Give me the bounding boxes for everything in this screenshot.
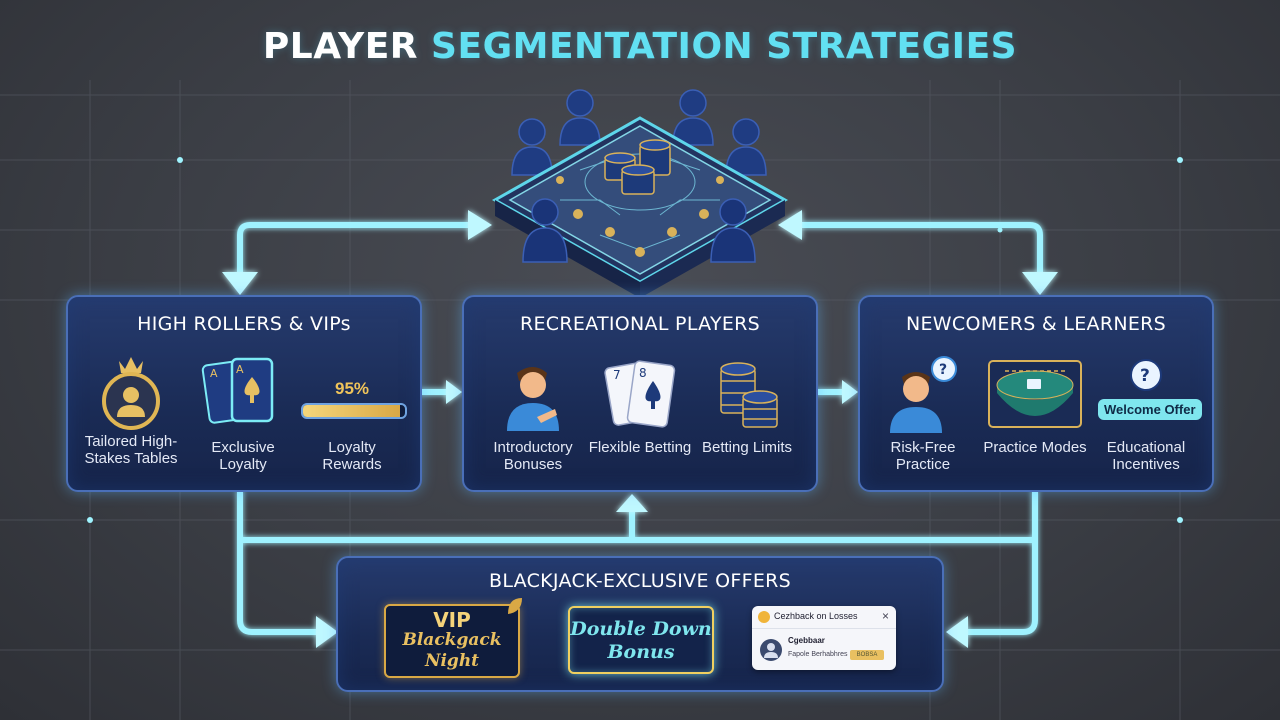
- chip-stack: [604, 139, 671, 195]
- progress-percent: 95%: [334, 379, 370, 398]
- offers-title: BLACKJACK-EXCLUSIVE OFFERS: [488, 570, 791, 592]
- cashback-header: Cezhback on Losses ×: [752, 606, 896, 629]
- segment-item: ? Risk-Free Practice: [868, 353, 978, 483]
- leaf-icon: [508, 598, 522, 614]
- segment-title: RECREATIONAL PLAYERS: [519, 313, 761, 335]
- svg-text:?: ?: [939, 362, 947, 378]
- progress-fill: [303, 405, 400, 417]
- offers-panel: BLACKJACK-EXCLUSIVE OFFERS VIP Blackgack…: [336, 556, 944, 692]
- close-icon[interactable]: ×: [881, 609, 889, 623]
- front-player-figures: [522, 198, 756, 263]
- playing-cards-icon: 7 8: [604, 360, 676, 428]
- practice-table-icon: [988, 360, 1082, 428]
- cashback-notification: Cezhback on Losses × Cgebbaar Fapole Ber…: [752, 606, 896, 670]
- segment-title: NEWCOMERS & LEARNERS: [905, 313, 1167, 335]
- progress-bar-icon: [301, 403, 407, 419]
- question-avatar-icon: ?: [890, 356, 957, 433]
- segment-title: HIGH ROLLERS & VIPs: [137, 313, 351, 335]
- segment-panel-high-rollers: HIGH ROLLERS & VIPs Tailored High-Stakes…: [66, 295, 422, 492]
- svg-text:7: 7: [613, 368, 621, 382]
- svg-text:A: A: [210, 367, 218, 380]
- segment-item: Introductory Bonuses: [478, 353, 588, 483]
- table-surface: [508, 125, 772, 275]
- player-figures: [511, 89, 767, 176]
- avatar-icon: [760, 639, 782, 661]
- segment-item: 95% Loyalty Rewards: [297, 353, 407, 483]
- page-title: PLAYER SEGMENTATION STRATEGIES: [262, 26, 1018, 67]
- question-icon: ?: [1130, 359, 1162, 391]
- cashback-action-button[interactable]: BOBSA: [850, 650, 884, 660]
- svg-text:?: ?: [1140, 366, 1150, 386]
- ace-cards-icon: A A: [201, 357, 274, 424]
- vip-blackjack-ticket: VIP Blackgack Night: [384, 598, 522, 678]
- welcome-offer-badge: Welcome Offer: [1098, 399, 1202, 420]
- segment-item: Practice Modes: [980, 353, 1090, 483]
- cashback-desc: Fapole Berhabhres: [788, 651, 848, 658]
- chip-stacks-icon: [720, 362, 778, 428]
- svg-text:8: 8: [639, 366, 647, 380]
- segment-item: Betting Limits: [692, 353, 802, 483]
- segment-item: Tailored High-Stakes Tables: [76, 353, 186, 483]
- cashback-name: Cgebbaar: [788, 636, 825, 645]
- segment-item: A A Exclusive Loyalty: [188, 353, 298, 483]
- person-icon: [758, 611, 770, 623]
- crown-avatar-icon: [102, 357, 160, 430]
- segment-item: ? Welcome Offer Educational Incentives: [1091, 353, 1202, 483]
- segment-panel-recreational: RECREATIONAL PLAYERS Introductory Bonuse…: [462, 295, 818, 492]
- double-down-bonus-badge: Double Down Bonus: [568, 606, 714, 674]
- segment-item: 7 8 Flexible Betting: [585, 353, 695, 483]
- player-avatar-icon: [507, 367, 559, 431]
- segment-panel-newcomers: NEWCOMERS & LEARNERS ? Risk-Free Practic…: [858, 295, 1214, 492]
- svg-text:A: A: [236, 363, 244, 376]
